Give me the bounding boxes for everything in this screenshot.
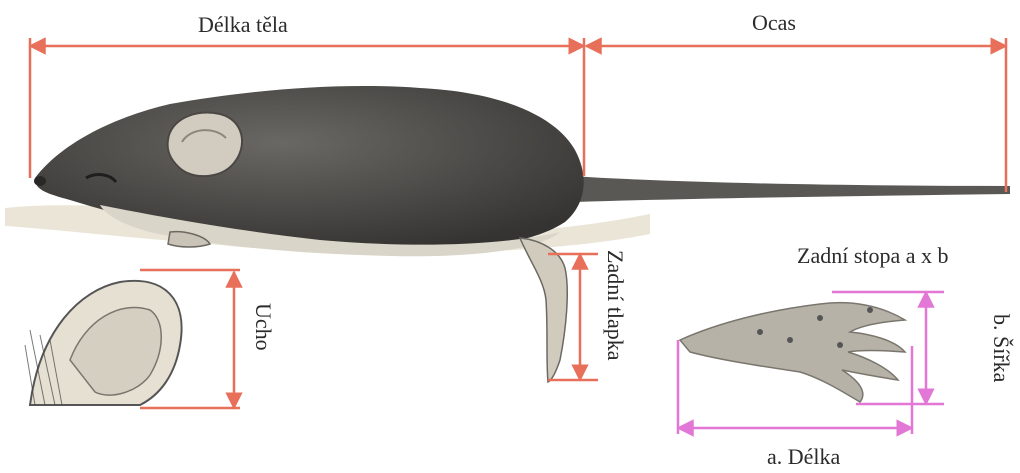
- mouse-tail: [570, 176, 1010, 202]
- ear-label: Ucho: [252, 303, 274, 351]
- body-length-label: Délka těla: [198, 14, 288, 36]
- foot-width-label: b. Šířka: [990, 314, 1012, 382]
- hind-foot-label: Zadní tlapka: [604, 250, 626, 361]
- tail-label: Ocas: [752, 12, 796, 34]
- hind-leg: [520, 238, 567, 382]
- hind-footprint-illustration: [680, 303, 905, 402]
- hind-footprint-label: Zadní stopa a x b: [797, 245, 949, 267]
- ear-detail-illustration: [25, 281, 182, 405]
- tail-measure: [584, 38, 1006, 192]
- foot-length-label: a. Délka: [767, 446, 840, 468]
- mouse-ear: [168, 112, 242, 176]
